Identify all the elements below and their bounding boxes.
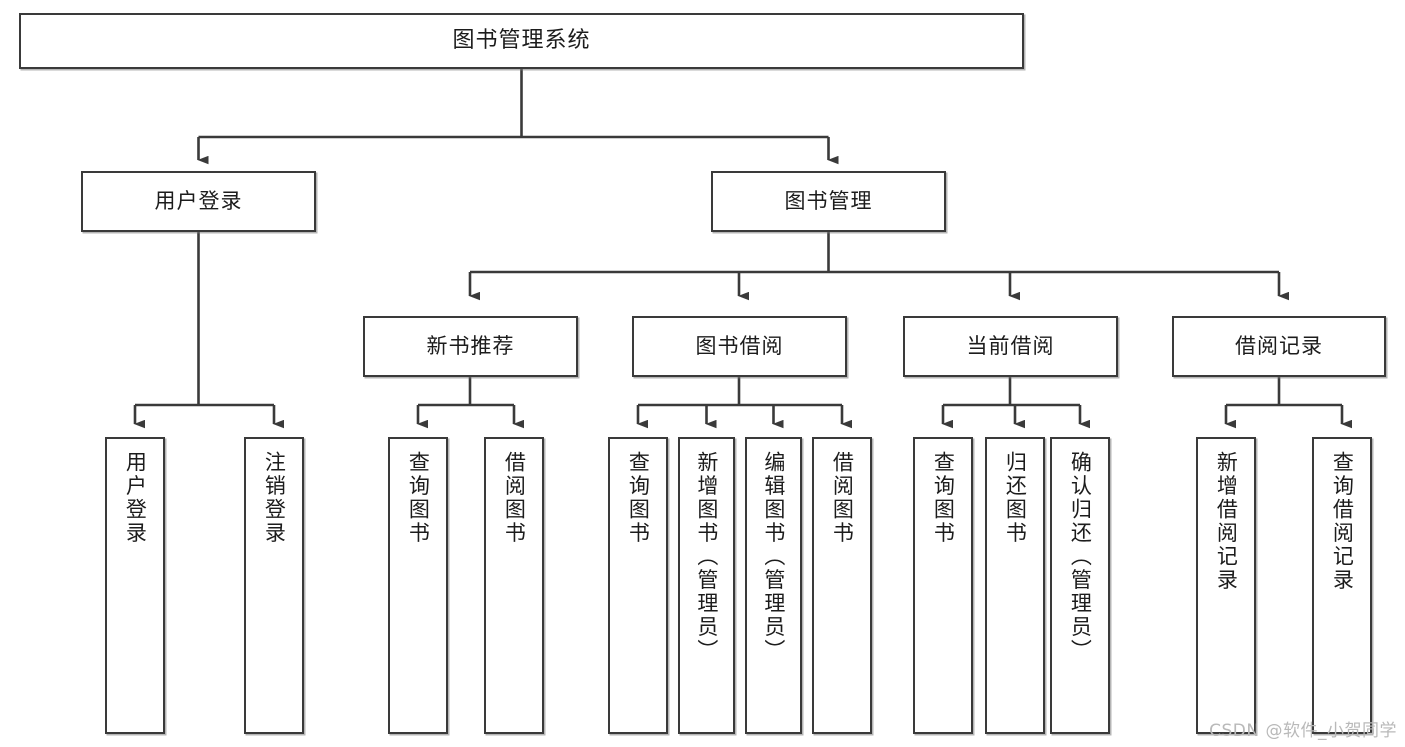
- leaf-logout[interactable]: 注销登录: [244, 437, 304, 734]
- node-label: 当前借阅: [966, 333, 1055, 358]
- leaf-query-book-3[interactable]: 查询图书: [913, 437, 973, 734]
- node-label: 新增图书（管理员）: [694, 451, 719, 663]
- node-label: 查询图书: [406, 451, 431, 545]
- node-root[interactable]: 图书管理系统: [19, 13, 1024, 69]
- leaf-confirm-return[interactable]: 确认归还（管理员）: [1050, 437, 1110, 734]
- node-label: 归还图书: [1003, 451, 1028, 545]
- node-label: 用户登录: [154, 188, 243, 213]
- watermark: CSDN @软件_小贺同学: [1209, 721, 1397, 741]
- node-borrow-record[interactable]: 借阅记录: [1172, 316, 1386, 377]
- node-label: 编辑图书（管理员）: [761, 451, 786, 663]
- node-label: 查询图书: [626, 451, 651, 545]
- node-label: 查询图书: [931, 451, 956, 545]
- node-book-borrow[interactable]: 图书借阅: [632, 316, 847, 377]
- leaf-borrow-book-2[interactable]: 借阅图书: [812, 437, 872, 734]
- leaf-borrow-book-1[interactable]: 借阅图书: [484, 437, 544, 734]
- node-label: 借阅图书: [830, 451, 855, 545]
- node-label: 图书管理: [784, 188, 873, 213]
- node-label: 图书管理系统: [452, 27, 591, 53]
- node-book-manage[interactable]: 图书管理: [711, 171, 946, 232]
- node-label: 图书借阅: [695, 333, 784, 358]
- node-user-login[interactable]: 用户登录: [81, 171, 316, 232]
- node-label: 新增借阅记录: [1214, 451, 1239, 592]
- node-label: 借阅记录: [1235, 333, 1323, 358]
- leaf-return-book[interactable]: 归还图书: [985, 437, 1045, 734]
- node-label: 注销登录: [262, 451, 287, 545]
- leaf-add-record[interactable]: 新增借阅记录: [1196, 437, 1256, 734]
- node-label: 用户登录: [123, 451, 148, 545]
- leaf-query-book-2[interactable]: 查询图书: [608, 437, 668, 734]
- leaf-edit-book[interactable]: 编辑图书（管理员）: [745, 437, 802, 734]
- node-current-borrow[interactable]: 当前借阅: [903, 316, 1118, 377]
- node-label: 借阅图书: [502, 451, 527, 545]
- leaf-query-record[interactable]: 查询借阅记录: [1312, 437, 1372, 734]
- node-label: 新书推荐: [426, 333, 515, 358]
- node-label: 查询借阅记录: [1330, 451, 1355, 592]
- node-new-book-rec[interactable]: 新书推荐: [363, 316, 578, 377]
- leaf-user-login[interactable]: 用户登录: [105, 437, 165, 734]
- leaf-add-book[interactable]: 新增图书（管理员）: [678, 437, 735, 734]
- leaf-query-book-1[interactable]: 查询图书: [388, 437, 448, 734]
- node-label: 确认归还（管理员）: [1068, 451, 1093, 663]
